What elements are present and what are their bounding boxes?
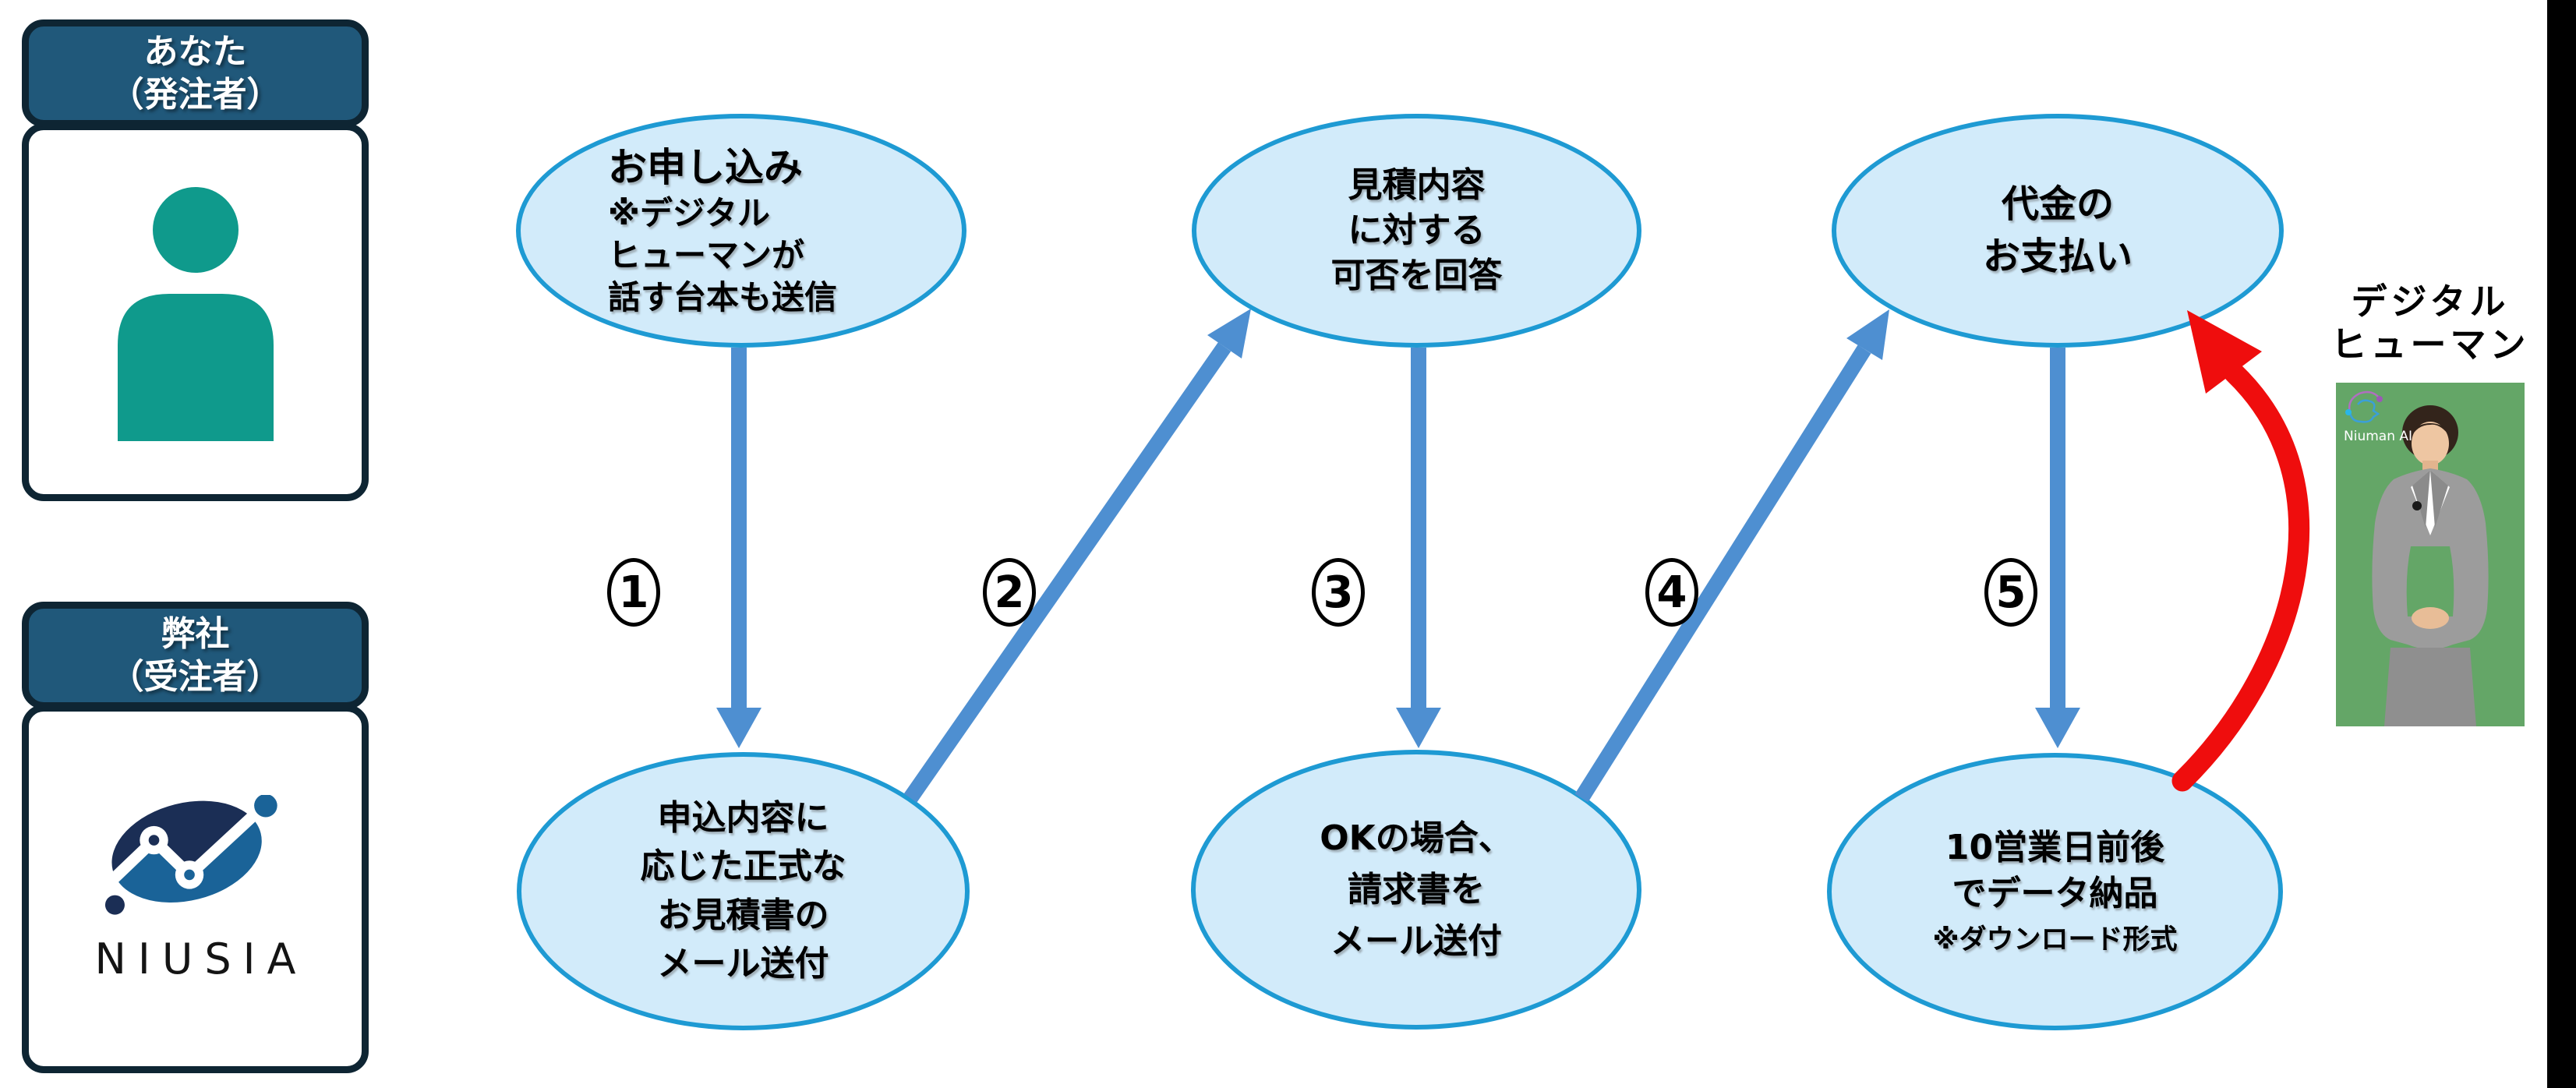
company-title-line1: 弊社	[161, 614, 230, 654]
step-number-5: 5	[1984, 558, 2037, 627]
node-send-invoice-line: メール送付	[1330, 920, 1502, 961]
step-number-1: 1	[607, 558, 660, 627]
arrow-step-3	[1396, 348, 1441, 748]
node-send-quote-line: メール送付	[657, 943, 829, 984]
step-number-2: 2	[983, 558, 1036, 627]
company-card-body: NIUSIA	[22, 705, 369, 1073]
you-title-line2: （発注者）	[109, 75, 281, 115]
node-quote-response: 見積内容 に対する 可否を回答	[1192, 114, 1641, 348]
node-apply-line: 話す台本も送信	[608, 277, 838, 316]
digital-human-label-line2: ヒューマン	[2330, 323, 2530, 366]
node-apply-line: ヒューマンが	[608, 236, 805, 275]
arrow-step-1	[716, 348, 761, 748]
red-return-arrow	[2171, 310, 2310, 792]
arrow-step-2	[903, 309, 1251, 803]
step-number-3: 3	[1312, 558, 1365, 627]
company-card-header: 弊社 （受注者）	[22, 602, 369, 709]
niusia-logo-icon	[87, 793, 293, 927]
node-quote-response-line: に対する	[1348, 210, 1486, 250]
node-apply-line: ※デジタル	[608, 194, 770, 233]
niuman-ai-watermark: Niuman AI	[2344, 429, 2412, 444]
arrow-step-5	[2035, 348, 2080, 748]
node-send-quote-line: 申込内容に	[657, 797, 829, 838]
node-quote-response-line: 可否を回答	[1330, 256, 1503, 296]
node-send-quote-line: 応じた正式な	[640, 846, 846, 887]
node-apply-line: お申し込み	[608, 145, 803, 191]
node-apply: お申し込み ※デジタル ヒューマンが 話す台本も送信	[516, 114, 966, 348]
node-send-invoice: OKの場合、 請求書を メール送付	[1191, 750, 1641, 1030]
niusia-logo-text: NIUSIA	[94, 934, 308, 984]
digital-human-label: デジタル ヒューマン	[2316, 281, 2544, 366]
digital-human-figure	[2372, 405, 2489, 726]
digital-human-photo: Niuman AI	[2336, 383, 2525, 726]
node-payment-line: お支払い	[1982, 235, 2133, 278]
person-icon	[87, 180, 305, 444]
niuman-ai-icon	[2345, 390, 2383, 423]
node-payment-line: 代金の	[2001, 182, 2114, 226]
digital-human-label-line1: デジタル	[2351, 281, 2510, 323]
step-number-4: 4	[1645, 558, 1698, 627]
node-send-invoice-line: OKの場合、	[1320, 818, 1513, 858]
company-title-line2: （受注者）	[109, 657, 281, 697]
node-send-invoice-line: 請求書を	[1348, 869, 1485, 910]
node-quote-response-line: 見積内容	[1348, 164, 1486, 205]
node-send-quote-line: お見積書の	[657, 895, 829, 935]
node-send-quote: 申込内容に 応じた正式な お見積書の メール送付	[517, 752, 970, 1030]
node-deliver: 10営業日前後 でデータ納品 ※ダウンロード形式	[1827, 753, 2283, 1030]
you-title-line1: あなた	[143, 32, 247, 72]
right-edge-bar	[2547, 0, 2576, 1088]
arrow-step-4	[1574, 309, 1889, 803]
node-deliver-note: ※ダウンロード形式	[1932, 924, 2178, 956]
node-payment: 代金の お支払い	[1832, 114, 2284, 348]
node-deliver-line: 10営業日前後	[1945, 827, 2165, 867]
node-deliver-line: でデータ納品	[1952, 874, 2158, 914]
you-card-body	[22, 123, 369, 501]
you-card-header: あなた （発注者）	[22, 19, 369, 127]
